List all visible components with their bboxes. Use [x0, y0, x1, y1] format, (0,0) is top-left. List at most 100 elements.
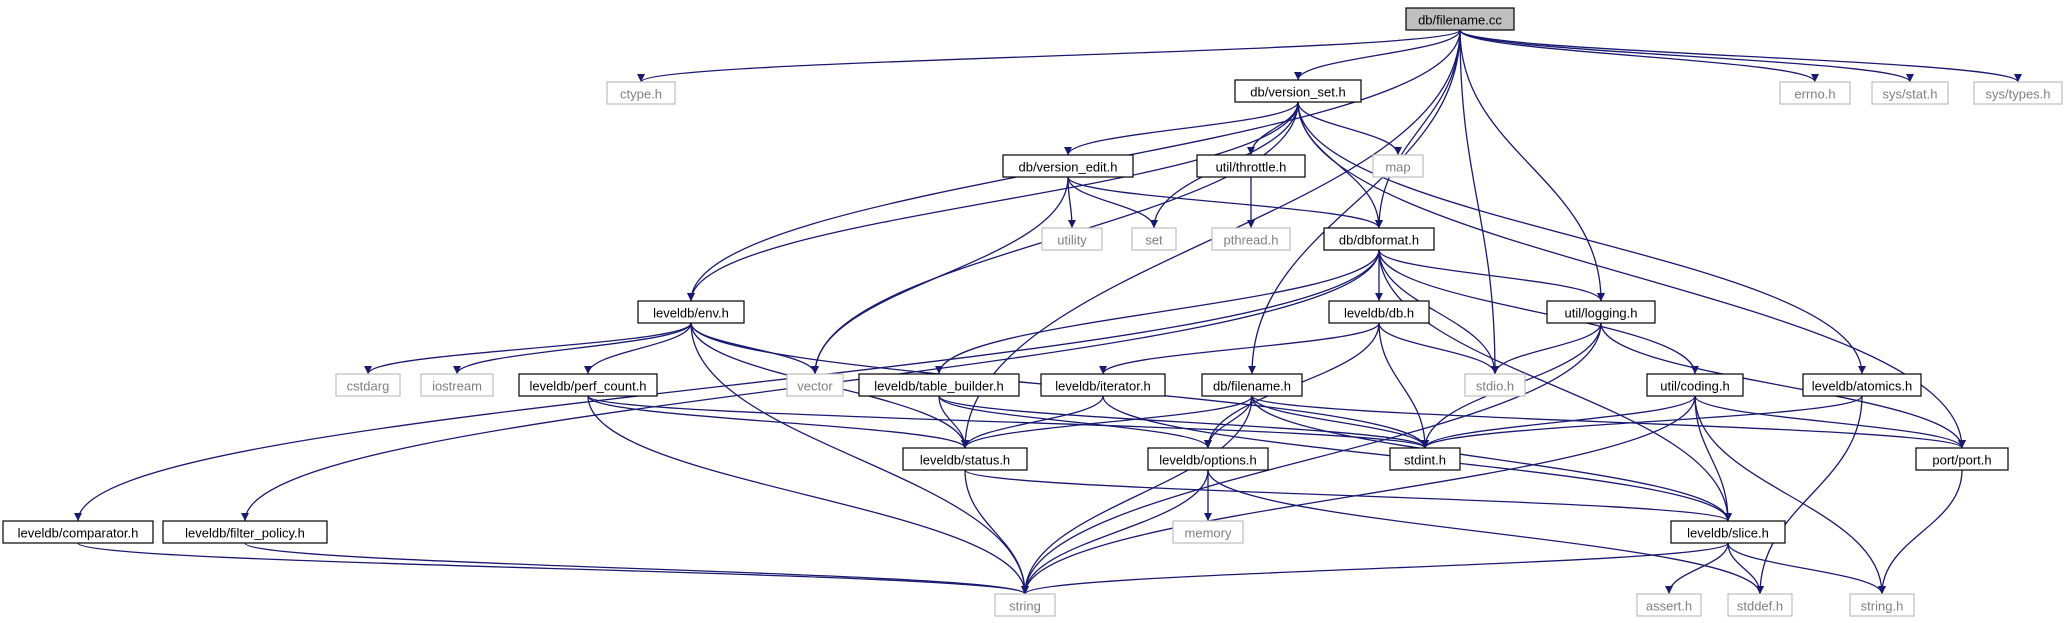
edge-slice-to-assert — [1665, 542, 1729, 595]
node-perf-count[interactable]: leveldb/perf_count.h — [518, 373, 658, 397]
node-box — [1328, 300, 1430, 324]
edge-env-to-cstdarg — [364, 322, 692, 375]
edge-logging-to-string — [1021, 322, 1602, 595]
node-db-h[interactable]: leveldb/db.h — [1328, 300, 1430, 324]
node-map: map — [1372, 154, 1424, 178]
node-stdint[interactable]: stdint.h — [1389, 447, 1461, 471]
node-box — [1389, 447, 1461, 471]
edge-filename_h-to-stdint — [1251, 395, 1429, 449]
node-table-builder[interactable]: leveldb/table_builder.h — [858, 373, 1020, 397]
node-box — [637, 300, 745, 324]
node-label: db/dbformat.h — [1339, 233, 1419, 248]
node-box — [1802, 373, 1922, 397]
node-label: leveldb/status.h — [920, 453, 1010, 468]
node-label: leveldb/env.h — [653, 306, 729, 321]
node-label: assert.h — [1646, 599, 1692, 614]
edge-dbformat-to-comparator — [74, 249, 1380, 522]
edge-version_set-to-version_edit — [1064, 101, 1299, 156]
node-box — [1172, 520, 1244, 544]
edge-db_h-to-stdio — [1378, 322, 1499, 375]
node-box — [1636, 593, 1702, 617]
edge-coding-to-port — [1694, 395, 1966, 449]
edge-coding-to-slice — [1694, 395, 1732, 522]
node-box — [1201, 373, 1303, 397]
node-label: port/port.h — [1932, 453, 1991, 468]
node-dbformat[interactable]: db/dbformat.h — [1323, 227, 1435, 251]
edge-options-to-stddef — [1207, 469, 1764, 595]
node-version-edit[interactable]: db/version_edit.h — [1002, 154, 1134, 178]
node-label: string.h — [1861, 599, 1904, 614]
edge-env-to-vector — [690, 322, 819, 375]
edge-filename_cc-to-version_set — [1294, 29, 1461, 81]
node-sys-types: sys/types.h — [1973, 81, 2063, 105]
edge-status-to-slice — [964, 469, 1732, 522]
node-throttle[interactable]: util/throttle.h — [1196, 154, 1306, 178]
edge-dbformat-to-logging — [1378, 249, 1605, 302]
node-filter-policy[interactable]: leveldb/filter_policy.h — [162, 520, 328, 544]
edge-filename_cc-to-stdio — [1459, 29, 1499, 375]
node-iterator[interactable]: leveldb/iterator.h — [1040, 373, 1166, 397]
node-box — [1546, 300, 1656, 324]
node-label: leveldb/db.h — [1344, 306, 1414, 321]
node-box — [1915, 447, 2009, 471]
node-cstdarg: cstdarg — [335, 373, 401, 397]
node-env[interactable]: leveldb/env.h — [637, 300, 745, 324]
node-label: sys/types.h — [1985, 87, 2050, 102]
node-box — [335, 373, 401, 397]
edge-iterator-to-status — [961, 395, 1104, 449]
edge-table_builder-to-stdint — [938, 395, 1429, 449]
node-box — [420, 373, 494, 397]
node-box — [1234, 79, 1362, 103]
node-label: db/version_edit.h — [1018, 160, 1117, 175]
node-status[interactable]: leveldb/status.h — [902, 447, 1028, 471]
node-label: leveldb/iterator.h — [1055, 379, 1150, 394]
node-comparator[interactable]: leveldb/comparator.h — [2, 520, 154, 544]
node-label: db/filename.cc — [1418, 13, 1502, 28]
node-options[interactable]: leveldb/options.h — [1147, 447, 1269, 471]
node-logging[interactable]: util/logging.h — [1546, 300, 1656, 324]
edge-dbformat-to-stdio — [1378, 249, 1499, 375]
node-label: pthread.h — [1224, 233, 1279, 248]
node-port[interactable]: port/port.h — [1915, 447, 2009, 471]
edge-filter_policy-to-string — [244, 542, 1029, 595]
node-box — [1871, 81, 1949, 105]
node-label: util/throttle.h — [1216, 160, 1287, 175]
node-errno: errno.h — [1779, 81, 1851, 105]
edge-filename_cc-to-ctype — [637, 29, 1461, 83]
node-label: leveldb/atomics.h — [1812, 379, 1912, 394]
node-label: utility — [1057, 233, 1087, 248]
edge-db_h-to-iterator — [1099, 322, 1380, 375]
edge-dbformat-to-table_builder — [935, 249, 1380, 375]
edge-comparator-to-string — [77, 542, 1029, 595]
node-box — [1002, 154, 1134, 178]
node-label: stdio.h — [1476, 379, 1514, 394]
node-box — [1211, 227, 1291, 251]
edge-filename_h-to-options — [1204, 395, 1253, 449]
edge-filename_h-to-port — [1251, 395, 1966, 449]
edge-slice-to-string_h — [1727, 542, 1886, 595]
edge-version_edit-to-dbformat — [1067, 176, 1383, 229]
node-slice[interactable]: leveldb/slice.h — [1670, 520, 1786, 544]
node-filename-cc[interactable]: db/filename.cc — [1405, 7, 1515, 31]
edge-version_set-to-port — [1297, 101, 1966, 449]
node-box — [858, 373, 1020, 397]
node-box — [1131, 227, 1177, 251]
node-box — [1196, 154, 1306, 178]
node-box — [1405, 7, 1515, 31]
node-label: leveldb/comparator.h — [18, 526, 139, 541]
node-version-set[interactable]: db/version_set.h — [1234, 79, 1362, 103]
node-atomics[interactable]: leveldb/atomics.h — [1802, 373, 1922, 397]
node-box — [902, 447, 1028, 471]
node-coding[interactable]: util/coding.h — [1646, 373, 1744, 397]
edge-dbformat-to-slice — [1378, 249, 1732, 522]
edge-logging-to-stdio — [1491, 322, 1602, 375]
edge-env-to-iostream — [453, 322, 692, 375]
node-box — [1973, 81, 2063, 105]
edge-slice-to-stddef — [1727, 542, 1764, 595]
edge-version_set-to-map — [1297, 101, 1402, 156]
node-iostream: iostream — [420, 373, 494, 397]
node-label: set — [1145, 233, 1163, 248]
node-filename-h[interactable]: db/filename.h — [1201, 373, 1303, 397]
node-box — [1041, 227, 1103, 251]
node-label: errno.h — [1794, 87, 1835, 102]
